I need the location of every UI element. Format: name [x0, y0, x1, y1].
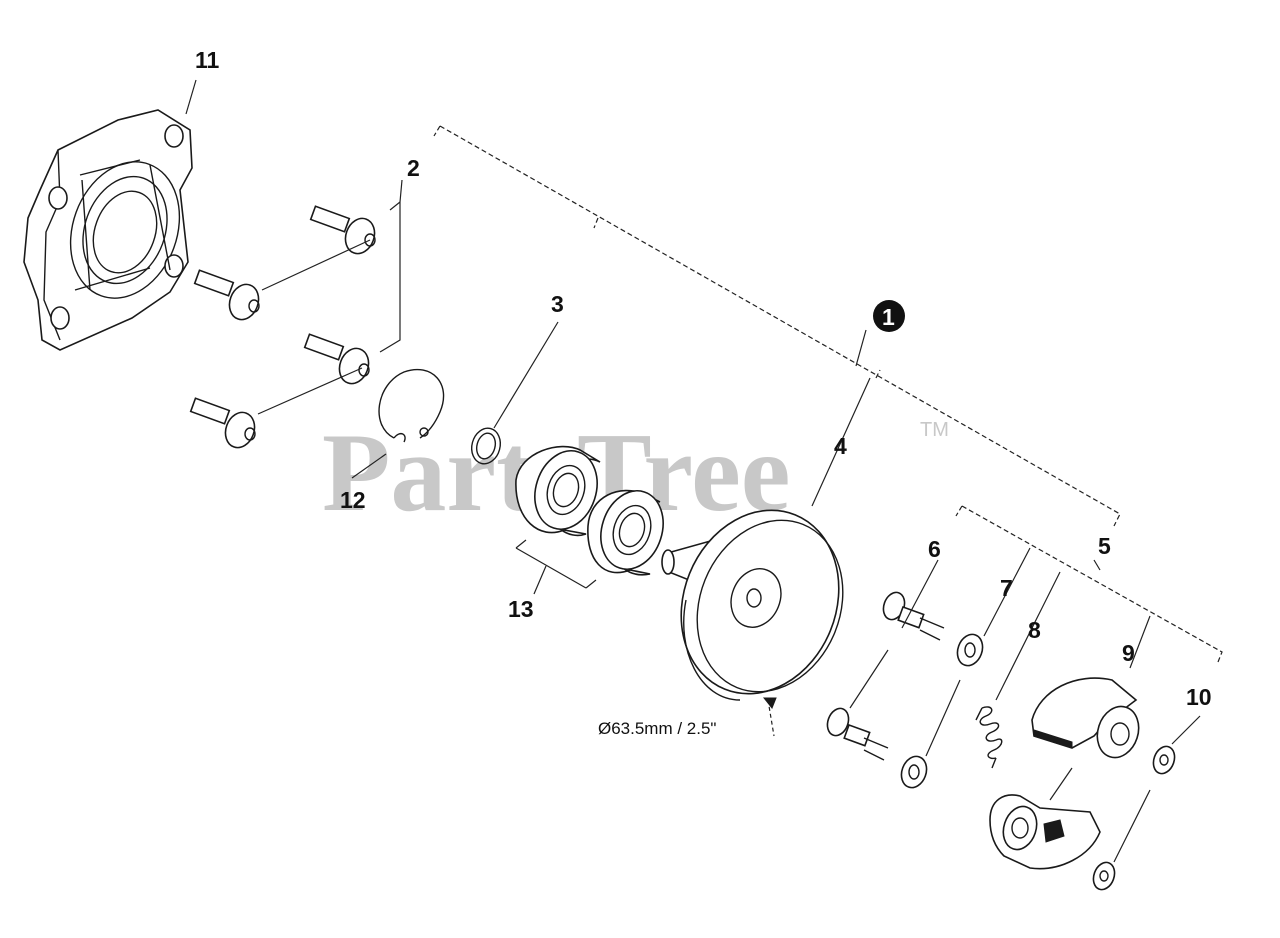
- bolt-upper-left: [193, 269, 260, 321]
- bolt-lower-left: [189, 397, 256, 449]
- part-12-snap-ring: [351, 368, 445, 479]
- callout-5: 5: [1098, 533, 1111, 559]
- bolt-middle: [303, 333, 370, 385]
- callout-1-badge: 1: [873, 300, 905, 332]
- part-2-bolts: [189, 201, 401, 449]
- callout-11: 11: [195, 47, 220, 73]
- part-11-housing: [23, 109, 193, 351]
- part-8-spring: [975, 571, 1061, 769]
- part-6-shoulder-bolts: [826, 559, 945, 761]
- part-9-clutch-shoes: [989, 615, 1151, 870]
- callout-9: 9: [1122, 640, 1135, 666]
- dimension-label: Ø63.5mm / 2.5": [598, 719, 716, 738]
- assembly-brackets: [185, 79, 1223, 663]
- callout-6: 6: [928, 536, 941, 562]
- callout-13: 13: [508, 596, 534, 622]
- callout-4: 4: [834, 433, 847, 459]
- part-3-ring: [470, 321, 559, 465]
- callout-8: 8: [1028, 617, 1041, 643]
- callout-7: 7: [1000, 575, 1013, 601]
- callout-1: 1: [882, 304, 895, 330]
- part-4-clutch-drum: [661, 377, 871, 737]
- callout-10: 10: [1186, 684, 1212, 710]
- watermark-trademark: TM: [920, 419, 949, 441]
- part-13-bearings: [515, 445, 664, 595]
- callout-12: 12: [340, 487, 366, 513]
- part-7-washers: [900, 547, 1031, 789]
- callout-3: 3: [551, 291, 564, 317]
- callout-labels: 11 2 3 1 4 12 5 6 7 13 8 9 10 Ø63.5mm / …: [195, 47, 1212, 738]
- part-10-small-washers: [1092, 715, 1201, 891]
- bolt-top: [309, 205, 376, 255]
- callout-2: 2: [407, 155, 420, 181]
